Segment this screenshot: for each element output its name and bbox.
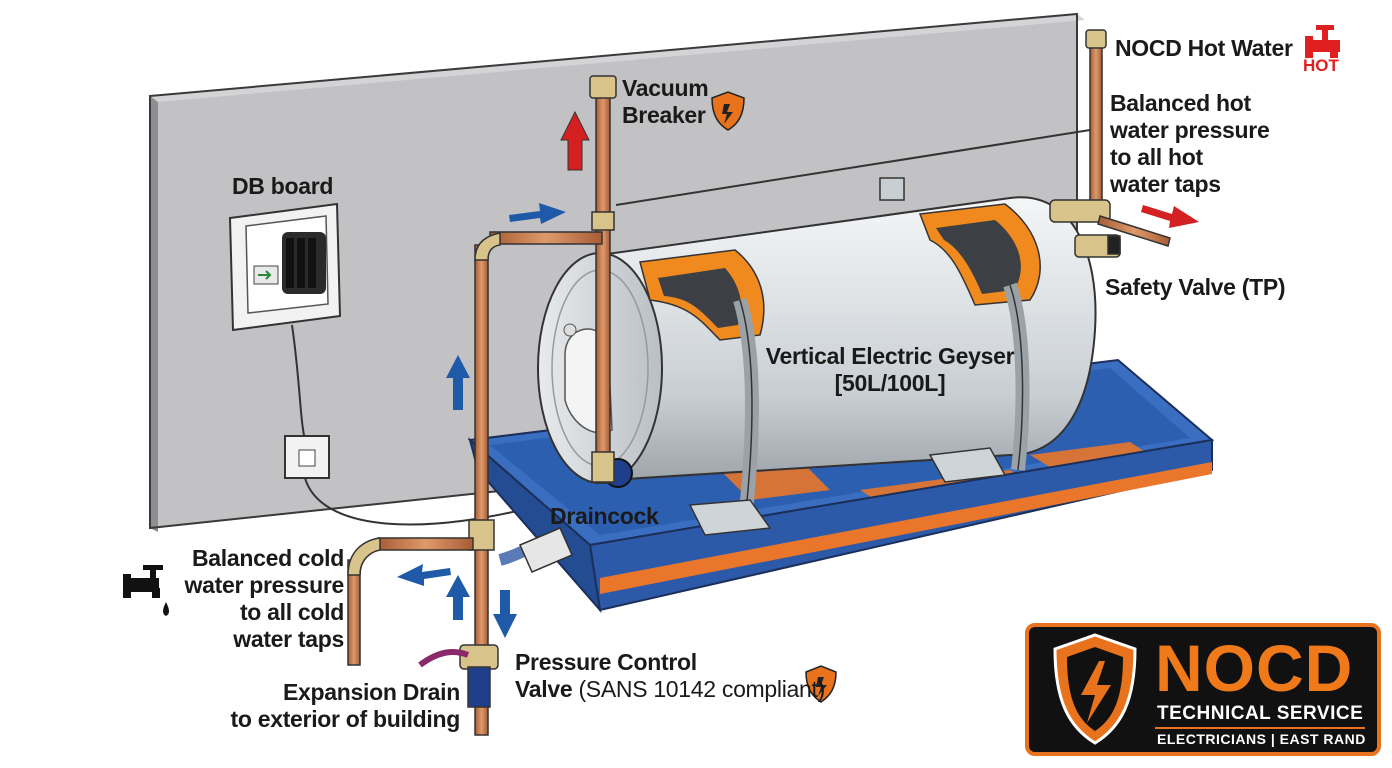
- cold-tap-icon: [123, 565, 169, 616]
- draincock-label: Draincock: [550, 503, 659, 529]
- overflow-outlet: [519, 527, 573, 573]
- db-board-label: DB board: [232, 173, 334, 199]
- balanced-cold-line: water taps: [233, 626, 344, 652]
- pressure-control-valve-word: Valve: [515, 676, 573, 702]
- nocd-shield-icon: [1053, 633, 1137, 745]
- balanced-cold-label: Balanced cold water pressure to all cold…: [150, 545, 345, 653]
- balanced-hot-line: Balanced hot: [1110, 90, 1251, 116]
- geyser-label-line: Vertical Electric Geyser: [765, 343, 1015, 369]
- balanced-cold-line: Balanced cold: [191, 545, 344, 571]
- hot-label: HOT: [1303, 56, 1339, 75]
- geyser-label: Vertical Electric Geyser [50L/100L]: [740, 343, 1040, 397]
- vacuum-breaker-label: Vacuum Breaker: [622, 75, 709, 129]
- geyser-cable: [304, 477, 561, 526]
- isolator-switch: [284, 435, 330, 479]
- logo-brand: NOCD: [1155, 631, 1354, 705]
- arrow-icon: [397, 110, 1199, 638]
- balanced-cold-line: to all cold: [239, 599, 344, 625]
- logo-line2: ELECTRICIANS | EAST RAND: [1157, 731, 1366, 747]
- cold-water-pipes: [347, 75, 617, 736]
- pressure-control-label: Pressure Control Valve (SANS 10142 compl…: [515, 649, 825, 703]
- db-board: [228, 202, 342, 332]
- nocd-shield-icon: [711, 91, 745, 131]
- nocd-hot-water-label: NOCD Hot Water: [1115, 35, 1293, 61]
- hot-water-pipes: [1049, 29, 1171, 258]
- pressure-line: [615, 129, 1091, 206]
- balanced-hot-label: Balanced hot water pressure to all hot w…: [1110, 90, 1270, 198]
- safety-valve-label: Safety Valve (TP): [1105, 274, 1286, 300]
- balanced-hot-line: to all hot: [1110, 144, 1203, 170]
- balanced-hot-line: water taps: [1110, 171, 1221, 197]
- hot-tap-icon: [1305, 25, 1340, 58]
- nocd-logo: NOCD TECHNICAL SERVICE ELECTRICIANS | EA…: [1025, 623, 1381, 756]
- lightning-icon: [1081, 661, 1111, 723]
- balanced-hot-line: water pressure: [1110, 117, 1270, 143]
- nocd-shield-icon: [805, 665, 837, 703]
- wall-bracket: [879, 177, 905, 201]
- pressure-control-line: Valve (SANS 10142 compliant): [515, 676, 825, 703]
- geyser-label-line: [50L/100L]: [834, 370, 946, 396]
- expansion-drain-label: Expansion Drain to exterior of building: [150, 679, 461, 733]
- expansion-drain-line: Expansion Drain: [283, 679, 460, 705]
- expansion-drain-line: to exterior of building: [230, 706, 461, 732]
- logo-divider: [1155, 727, 1365, 729]
- pressure-control-line: Pressure Control: [515, 649, 697, 675]
- db-cable: [291, 324, 306, 441]
- logo-line1: TECHNICAL SERVICE: [1157, 703, 1364, 724]
- pressure-control-note: (SANS 10142 compliant): [578, 676, 825, 702]
- balanced-cold-line: water pressure: [184, 572, 345, 598]
- vacuum-breaker-line: Breaker: [622, 102, 706, 128]
- vacuum-breaker-line: Vacuum: [622, 75, 709, 101]
